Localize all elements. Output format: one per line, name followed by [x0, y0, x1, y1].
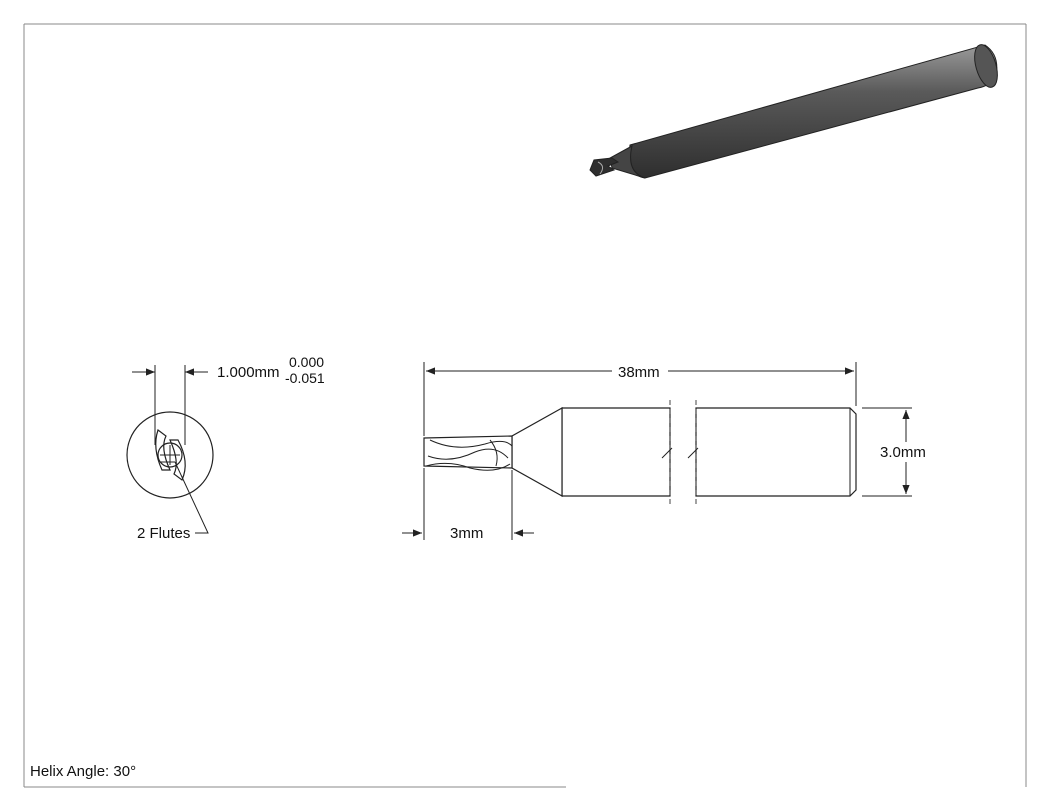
flute-core [157, 442, 183, 468]
iso-shank-end [974, 44, 998, 88]
end-view-diameter-label: 1.000mm [217, 364, 280, 381]
iso-flute-tip [589, 157, 620, 177]
end-view-tolerance-upper: 0.000 [289, 354, 324, 370]
flute-length-label: 3mm [450, 525, 483, 542]
isometric-view [589, 44, 998, 179]
side-flutes [423, 435, 513, 469]
end-view [126, 365, 214, 534]
flutes-leader [174, 461, 209, 534]
drawing-frame [23, 23, 1027, 788]
shank-diameter-label: 3.0mm [880, 444, 926, 461]
flutes-label: 2 Flutes [137, 525, 190, 542]
side-taper [511, 406, 563, 498]
overall-length-label: 38mm [618, 364, 660, 381]
iso-shank [628, 44, 998, 179]
side-shank-right [695, 407, 857, 497]
side-shank-left [561, 407, 671, 497]
iso-neck [609, 145, 646, 179]
end-view-tolerance-lower: -0.051 [285, 370, 325, 386]
helix-angle-note: Helix Angle: 30° [30, 763, 136, 780]
side-view [402, 362, 912, 540]
